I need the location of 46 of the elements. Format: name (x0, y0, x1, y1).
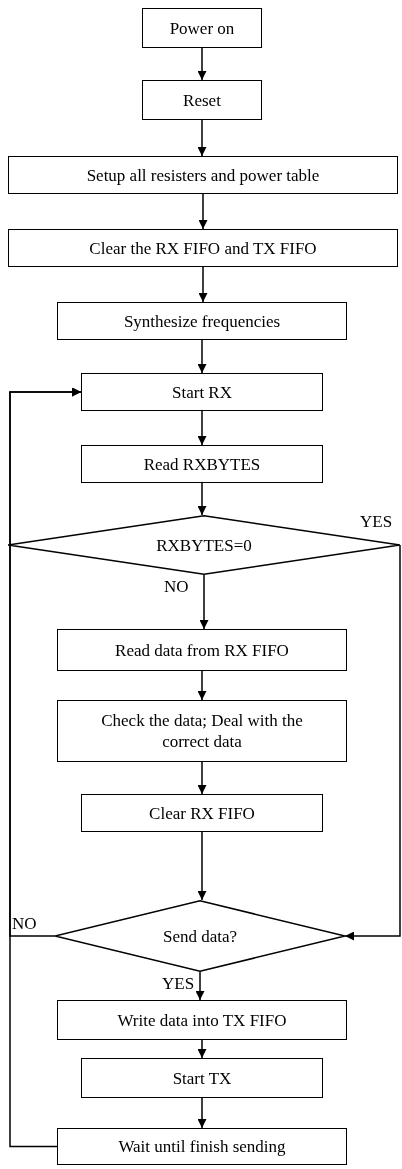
node-text: Start TX (171, 1067, 233, 1089)
process-box (57, 302, 347, 340)
arrow (344, 544, 401, 941)
process-box (57, 700, 347, 762)
process-box (57, 629, 347, 671)
process-box (81, 1058, 323, 1098)
node-text: RXBYTES=0 (155, 534, 253, 556)
process-box (81, 373, 323, 411)
arrow (197, 1097, 207, 1129)
node-text: Check the data; Deal with the correct data (100, 710, 304, 752)
node-text: Clear the RX FIFO and TX FIFO (88, 237, 318, 259)
process-box (81, 794, 323, 832)
node-text: Wait until finish sending (117, 1136, 287, 1157)
arrow (197, 119, 207, 157)
arrow (197, 410, 207, 446)
process-box (142, 80, 262, 120)
arrow (9, 387, 82, 937)
process-box (8, 229, 398, 267)
process-box (142, 8, 262, 48)
arrow (197, 47, 207, 81)
node-text: Power on (168, 17, 236, 39)
arrow (197, 761, 207, 795)
arrow (195, 971, 205, 1001)
process-box (57, 1128, 347, 1165)
arrow (198, 193, 208, 230)
process-box (8, 156, 398, 194)
arrow (197, 831, 207, 901)
node-text: Clear RX FIFO (148, 802, 256, 824)
arrow (197, 482, 207, 516)
node-text: Read RXBYTES (142, 453, 262, 475)
node-text: Write data into TX FIFO (116, 1009, 288, 1031)
node-text: Start RX (171, 381, 233, 403)
node-text: Synthesize frequencies (122, 310, 282, 332)
arrow (197, 1039, 207, 1059)
arrow (198, 266, 208, 303)
process-box (57, 1000, 347, 1040)
decision-diamond (55, 900, 345, 972)
arrow (197, 339, 207, 374)
process-box (81, 445, 323, 483)
arrow (197, 670, 207, 701)
node-text: Reset (182, 89, 222, 111)
decision-diamond (8, 515, 400, 575)
node-text: Send data? (161, 925, 239, 947)
node-text: Setup all resisters and power table (85, 164, 321, 186)
node-text: Read data from RX FIFO (114, 639, 290, 661)
arrow (199, 574, 209, 630)
